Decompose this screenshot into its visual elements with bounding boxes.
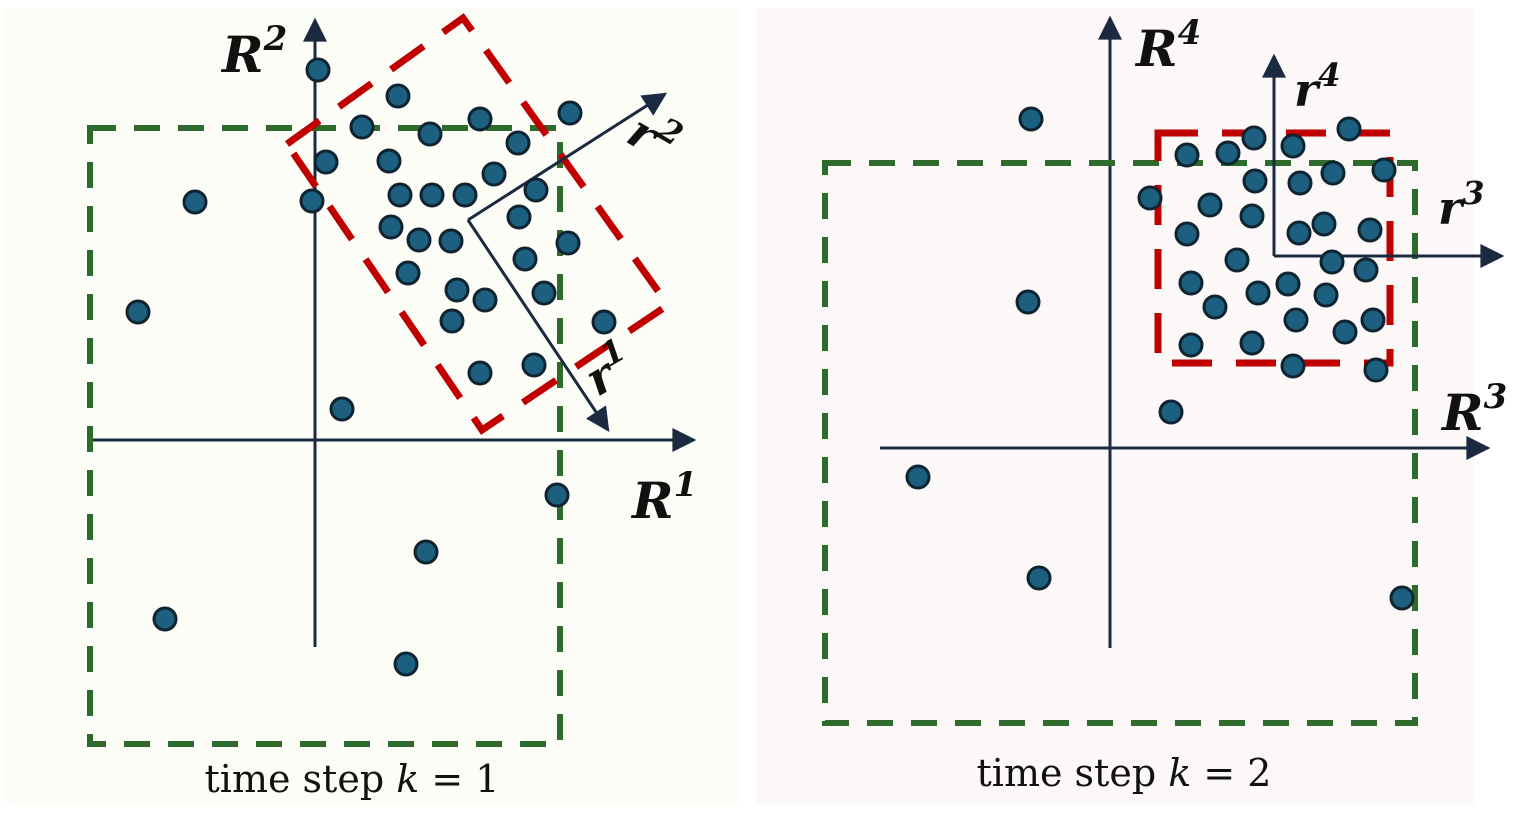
data-point: [1018, 106, 1044, 132]
data-point: [1332, 319, 1358, 345]
data-point: [1026, 565, 1052, 591]
data-point: [555, 230, 581, 256]
data-point: [406, 227, 432, 253]
data-point: [349, 114, 375, 140]
data-point: [467, 360, 493, 386]
data-point: [1320, 160, 1346, 186]
data-point: [1313, 282, 1339, 308]
data-point: [1015, 289, 1041, 315]
data-point: [591, 309, 617, 335]
data-point: [1283, 307, 1309, 333]
data-point: [523, 177, 549, 203]
data-point: [531, 280, 557, 306]
label-R3: R3: [1440, 377, 1507, 442]
data-point: [1360, 307, 1386, 333]
data-point: [376, 148, 402, 174]
data-point: [1242, 168, 1268, 194]
data-point: [1389, 585, 1415, 611]
data-point: [1178, 332, 1204, 358]
data-point: [1241, 125, 1267, 151]
data-point: [1202, 294, 1228, 320]
data-point: [417, 121, 443, 147]
data-point: [125, 299, 151, 325]
data-point: [1280, 133, 1306, 159]
data-point: [329, 396, 355, 422]
data-point: [506, 204, 532, 230]
data-point: [544, 482, 570, 508]
data-point: [1371, 157, 1397, 183]
panel-left-background: [4, 8, 740, 804]
data-point: [1174, 221, 1200, 247]
label-R1: R1: [630, 465, 697, 530]
data-point: [1357, 217, 1383, 243]
data-point: [1224, 247, 1250, 273]
data-point: [313, 149, 339, 175]
data-point: [1286, 220, 1312, 246]
data-point: [1287, 170, 1313, 196]
data-point: [1137, 185, 1163, 211]
red-oriented-box-right: [1154, 129, 1394, 367]
data-point: [1239, 330, 1265, 356]
label-r3: r3: [1438, 174, 1485, 235]
data-point: [393, 651, 419, 677]
data-point: [1280, 353, 1306, 379]
data-point: [905, 464, 931, 490]
data-point: [557, 100, 583, 126]
data-point: [1363, 357, 1389, 383]
data-point: [452, 182, 478, 208]
data-point: [444, 277, 470, 303]
data-points-right: [905, 106, 1415, 611]
data-point: [413, 539, 439, 565]
panel-right-background: [756, 8, 1474, 804]
data-point: [299, 188, 325, 214]
data-point: [1319, 249, 1345, 275]
caption-right: time step k = 2: [977, 751, 1272, 795]
data-point: [1178, 270, 1204, 296]
green-bounding-box-left: [87, 125, 563, 747]
data-point: [419, 182, 445, 208]
data-point: [385, 83, 411, 109]
data-point: [1174, 142, 1200, 168]
local-axis-r2: [467, 92, 668, 222]
red-oriented-box-left: [282, 13, 673, 435]
data-point: [505, 130, 531, 156]
data-point: [1353, 257, 1379, 283]
label-R2: R2: [220, 19, 287, 84]
data-point: [472, 287, 498, 313]
data-point: [1275, 271, 1301, 297]
caption-left: time step k = 1: [205, 757, 500, 801]
data-point: [1158, 399, 1184, 425]
label-r4: r4: [1294, 56, 1341, 117]
data-point: [395, 260, 421, 286]
data-points-left: [125, 57, 617, 677]
local-axis-r1: [466, 219, 610, 432]
data-point: [521, 352, 547, 378]
data-point: [467, 106, 493, 132]
data-point: [1239, 203, 1265, 229]
data-point: [378, 214, 404, 240]
data-point: [481, 161, 507, 187]
panel-right: R4 R3 r4 r3 time step k = 2: [756, 8, 1507, 804]
data-point: [1336, 116, 1362, 142]
label-R4: R4: [1134, 13, 1201, 78]
panel-left: R2 R1 r1 r2 time step k = 1: [4, 8, 740, 804]
data-point: [305, 57, 331, 83]
data-point: [438, 228, 464, 254]
data-point: [1245, 280, 1271, 306]
data-point: [1197, 192, 1223, 218]
data-point: [387, 182, 413, 208]
data-point: [512, 246, 538, 272]
data-point: [439, 308, 465, 334]
data-point: [152, 606, 178, 632]
data-point: [1215, 140, 1241, 166]
data-point: [182, 189, 208, 215]
data-point: [1311, 211, 1337, 237]
